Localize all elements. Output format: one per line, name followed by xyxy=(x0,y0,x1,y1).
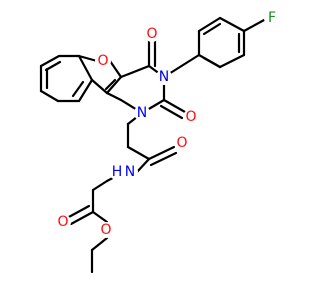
right-carbonyl xyxy=(162,98,187,114)
furan-double xyxy=(104,78,117,91)
label-bg-amide-o xyxy=(174,135,190,151)
aryl-bond-2 xyxy=(218,53,246,69)
label-bg-f xyxy=(264,10,280,26)
glycine-ch2 xyxy=(91,179,109,192)
benzene-bond-3 xyxy=(77,54,94,82)
benzene-bond-6 xyxy=(39,89,60,103)
ester-carbonyl-oxygen-label: O xyxy=(57,214,68,230)
pyrimidine-bond-1 xyxy=(119,64,151,79)
pyrimidine-oxygen-right-label: O xyxy=(185,109,196,125)
label-bg-ester-carbonyl-o xyxy=(55,214,71,230)
amide-co-double xyxy=(149,151,178,167)
furan-bond-1 xyxy=(77,54,99,63)
furan-oxygen-label: O xyxy=(97,53,108,69)
benzene-double-2 xyxy=(71,80,85,98)
label-bg-amide-h xyxy=(109,164,125,180)
aryl-double-3 xyxy=(202,22,222,36)
furan-bond-3 xyxy=(105,75,123,95)
aryl-bond-4 xyxy=(218,16,246,33)
benzene-bond-4 xyxy=(77,78,94,103)
ester-co xyxy=(69,210,95,226)
ch2-carbonyl xyxy=(126,145,151,161)
label-bg-n1 xyxy=(134,105,150,121)
ethyl-1 xyxy=(90,236,109,252)
ester-co-double xyxy=(65,204,91,220)
benzene-bond-1 xyxy=(39,54,61,68)
ester-oxygen-label: O xyxy=(100,222,111,238)
label-bg-furan-o xyxy=(95,53,111,69)
n1-label: N xyxy=(137,105,147,121)
aryl-double-1 xyxy=(202,56,222,69)
furan-bond-2 xyxy=(108,59,123,79)
aryl-bond-5 xyxy=(197,16,222,33)
fluoro-bond xyxy=(242,17,268,33)
amide-h-label: H xyxy=(112,164,123,180)
bond-lines xyxy=(39,16,268,274)
furan-bond-4 xyxy=(90,78,109,95)
n3-label: N xyxy=(159,69,169,85)
atom-labels: O O N O N F O H N O O xyxy=(55,10,280,238)
amide-n-label: N xyxy=(125,164,135,180)
label-bg-top-o xyxy=(144,26,160,42)
chemical-structure: O O N O N F O H N O O xyxy=(39,10,280,274)
label-bg-ester-o xyxy=(98,222,114,238)
ester-o-link xyxy=(91,210,109,224)
amide-c-n xyxy=(135,157,151,174)
pyrimidine-bond-6 xyxy=(105,91,123,102)
right-carbonyl-double xyxy=(159,104,184,120)
amide-co xyxy=(147,145,176,161)
benzene-double-1 xyxy=(44,60,62,72)
pyrimidine-oxygen-top-label: O xyxy=(146,26,157,42)
label-bg-right-o xyxy=(183,109,199,125)
label-bg-amide-n xyxy=(122,164,138,180)
fluorine-label: F xyxy=(268,10,276,26)
amide-oxygen-label: O xyxy=(176,135,187,151)
label-bg-n3 xyxy=(156,69,172,85)
